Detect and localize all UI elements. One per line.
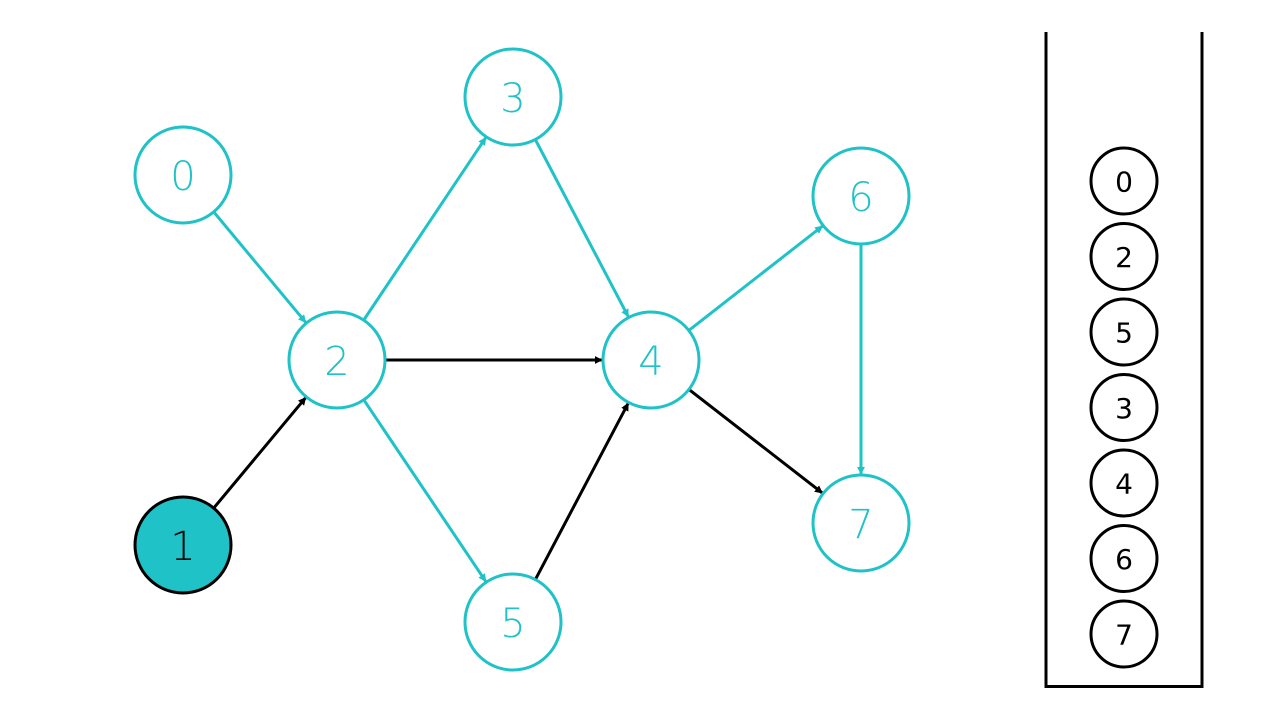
node-label: 2 (324, 339, 349, 385)
stack-item-label: 7 (1115, 619, 1133, 652)
stack-item-label: 2 (1115, 241, 1133, 274)
nodes-layer: 0 1 2 3 4 5 6 7 (133, 47, 911, 672)
node-5[interactable]: 5 (463, 572, 563, 672)
node-6[interactable]: 6 (811, 146, 911, 246)
node-7[interactable]: 7 (811, 473, 911, 573)
stack-item-label: 4 (1115, 468, 1133, 501)
stack-item-circle (1089, 222, 1159, 291)
stack-item: 6 (1089, 524, 1159, 593)
node-circle (463, 572, 563, 672)
node-label: 6 (848, 175, 873, 221)
node-circle (133, 495, 233, 595)
node-label: 0 (170, 154, 195, 200)
node-0[interactable]: 0 (133, 125, 233, 225)
edge-4-6 (687, 224, 824, 332)
edge-4-7 (687, 388, 824, 495)
edge-1-2 (212, 396, 307, 510)
stack-item-circle (1089, 524, 1159, 593)
stack-item-circle (1089, 448, 1159, 518)
edge-2-3 (362, 136, 487, 321)
stack-container (1044, 32, 1204, 688)
node-label: 4 (638, 339, 663, 385)
stack-item-label: 0 (1115, 166, 1133, 199)
edges-layer (212, 136, 865, 583)
node-label: 1 (170, 524, 195, 570)
edge-0-2 (212, 210, 307, 324)
node-circle (463, 47, 563, 147)
edge-3-4 (533, 138, 630, 318)
stack-item: 3 (1089, 373, 1159, 442)
node-4[interactable]: 4 (601, 310, 701, 410)
edge-5-4 (534, 402, 630, 581)
stack-item-label: 6 (1115, 543, 1133, 576)
edge-2-5 (362, 399, 487, 583)
stack-items: 0 2 5 3 4 6 7 (1089, 146, 1159, 669)
node-circle (287, 310, 387, 410)
stack-item: 5 (1089, 297, 1159, 367)
node-circle (133, 125, 233, 225)
node-2[interactable]: 2 (287, 310, 387, 410)
stack-item: 7 (1089, 599, 1159, 669)
stack-item-circle (1089, 373, 1159, 442)
stack-item-label: 5 (1115, 317, 1133, 350)
stack-item: 4 (1089, 448, 1159, 518)
node-label: 3 (500, 76, 525, 122)
node-label: 5 (500, 601, 525, 647)
node-label: 7 (848, 502, 873, 548)
node-3[interactable]: 3 (463, 47, 563, 147)
stack-item-circle (1089, 146, 1159, 216)
stack-item-circle (1089, 297, 1159, 367)
stack-item-circle (1089, 599, 1159, 669)
stack-item: 2 (1089, 222, 1159, 291)
node-circle (811, 473, 911, 573)
node-1[interactable]: 1 (133, 495, 233, 595)
node-circle (811, 146, 911, 246)
stack-item: 0 (1089, 146, 1159, 216)
node-circle (601, 310, 701, 410)
stack-item-label: 3 (1115, 392, 1133, 425)
